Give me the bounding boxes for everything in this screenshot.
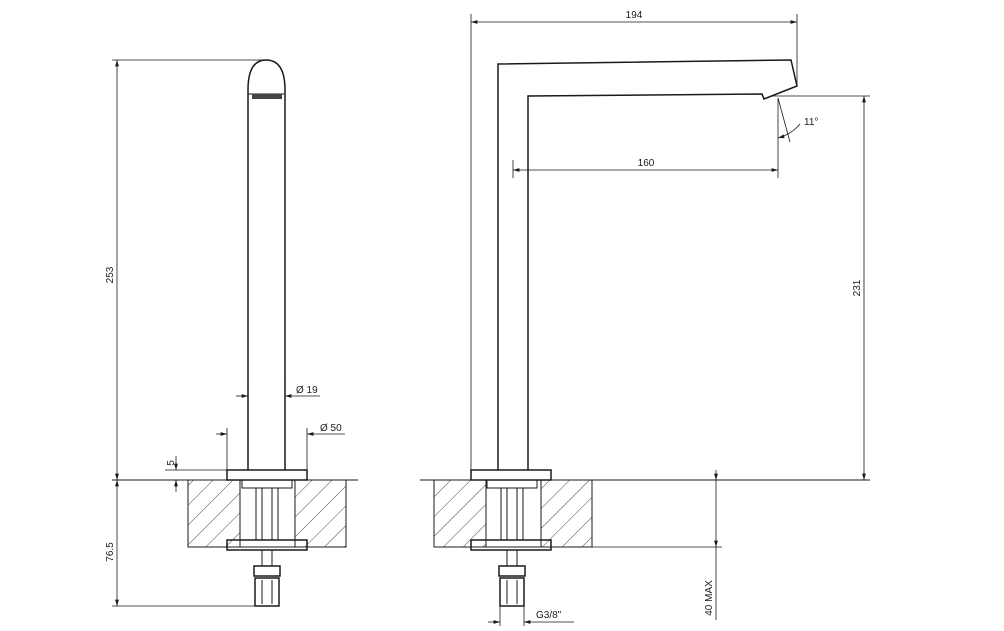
mount-hole-left: [239, 479, 296, 548]
dim-label-dia50: Ø 50: [320, 423, 342, 434]
left-view: 253 76.5 5 Ø 19 Ø 50: [105, 59, 358, 607]
dim-label-angle: 11°: [804, 117, 818, 128]
connector-left: [254, 577, 280, 607]
base-flange-right: [470, 469, 552, 481]
aerator: [252, 94, 282, 99]
dim-label-40max: 40 MAX: [704, 580, 715, 616]
dim-label-5: 5: [166, 460, 177, 466]
base-flange-left: [226, 469, 308, 481]
connector-right: [499, 577, 525, 607]
dim-label-76: 76.5: [105, 542, 116, 562]
dim-label-dia19: Ø 19: [296, 385, 318, 396]
dim-label-253: 253: [105, 266, 116, 283]
dim-label-231: 231: [852, 279, 863, 296]
dim-label-thread: G3/8": [536, 610, 562, 621]
mount-hole-right: [485, 479, 542, 548]
nut-right: [498, 565, 526, 577]
spout-tube-left: [247, 59, 286, 470]
right-view: 194 160 11° 231 40 MAX G3/8": [420, 10, 870, 626]
spout-body-right: [497, 59, 798, 470]
nut-left: [253, 565, 281, 577]
dim-label-194: 194: [626, 10, 643, 21]
shank-top-left: [241, 479, 293, 489]
dim-label-160: 160: [638, 158, 655, 169]
